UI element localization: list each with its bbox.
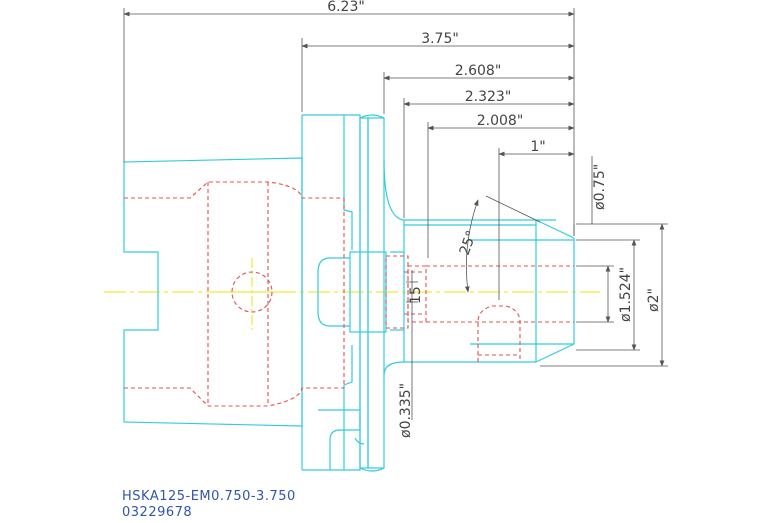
dimension-lines bbox=[123, 8, 668, 420]
dim-2608: 2.608" bbox=[455, 63, 502, 79]
part-code: 03229678 bbox=[122, 505, 193, 520]
hidden-lines bbox=[124, 181, 574, 407]
dim-dia-2: ø2" bbox=[646, 288, 662, 312]
dim-flange-to-end: 3.75" bbox=[421, 31, 459, 47]
dim-angle: 25° bbox=[457, 229, 481, 258]
tool-outline bbox=[123, 114, 575, 472]
dim-2008: 2.008" bbox=[477, 113, 524, 129]
dim-15: 15 bbox=[408, 286, 424, 304]
drawbar-slot bbox=[317, 257, 350, 327]
dim-dia-0335: ø0.335" bbox=[398, 383, 414, 438]
dim-2323: 2.323" bbox=[465, 89, 512, 105]
part-number: HSKA125-EM0.750-3.750 bbox=[122, 489, 296, 504]
dim-1: 1" bbox=[530, 139, 545, 155]
dim-dia-075: ø0.75" bbox=[592, 164, 608, 210]
center-lines bbox=[104, 258, 600, 330]
dim-dia-1524: ø1.524" bbox=[618, 267, 634, 322]
dim-overall-length: 6.23" bbox=[327, 0, 365, 15]
